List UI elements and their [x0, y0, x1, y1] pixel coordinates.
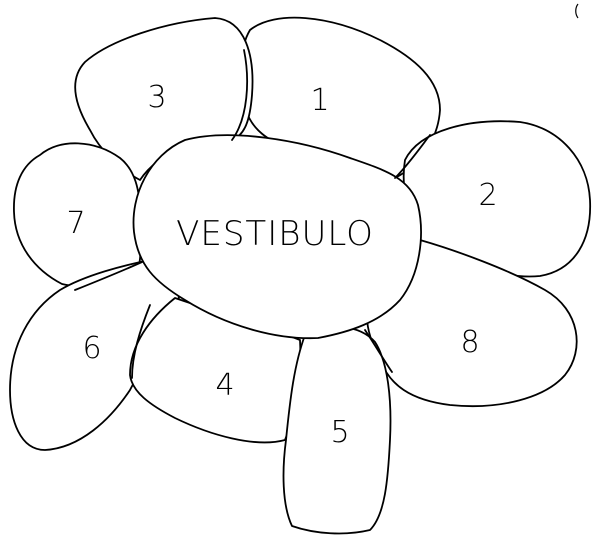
room-4-label: 4: [215, 368, 234, 403]
room-7-label: 7: [66, 206, 85, 241]
corner-mark: [576, 4, 578, 18]
room-2-label: 2: [478, 178, 497, 213]
room-8-label: 8: [460, 325, 479, 360]
room-6-label: 6: [82, 331, 101, 366]
room-3-label: 3: [147, 80, 166, 115]
room-1-label: 1: [310, 83, 329, 118]
vestibulo-label: VESTIBULO: [176, 214, 374, 254]
room-5-label: 5: [330, 415, 349, 450]
